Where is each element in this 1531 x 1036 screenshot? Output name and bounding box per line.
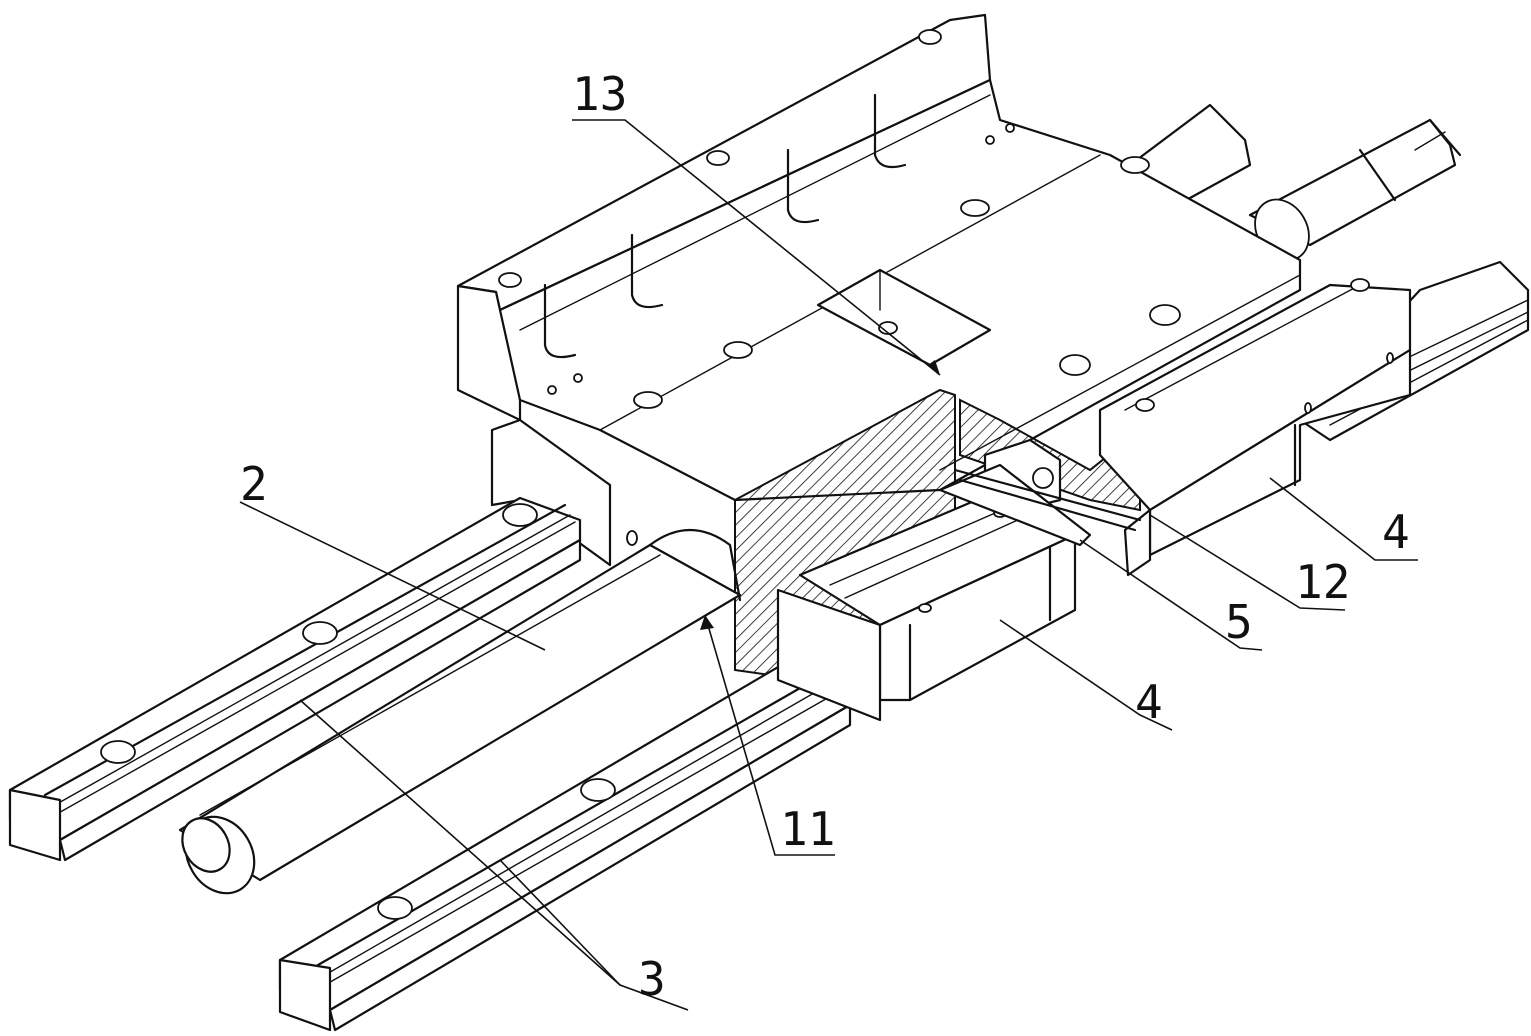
- label-3: 3: [638, 952, 666, 1006]
- leader-4a: [999, 619, 1173, 731]
- callouts: 2 3 4 4 5 11 12 13: [240, 67, 1410, 1006]
- label-12: 12: [1295, 555, 1350, 609]
- slide-block-front: [776, 488, 1077, 722]
- leader-4b: [1269, 477, 1418, 561]
- leader-2: [239, 501, 546, 651]
- label-5: 5: [1225, 595, 1253, 649]
- label-4a: 4: [1135, 675, 1163, 729]
- carriage-plate: [456, 13, 1302, 502]
- rail-left: [8, 496, 582, 862]
- slide-block-rear: [1098, 278, 1412, 577]
- label-4b: 4: [1382, 505, 1410, 559]
- label-13: 13: [572, 67, 627, 121]
- leader-13: [572, 119, 941, 376]
- lead-screw: [178, 528, 742, 895]
- leader-lines: [239, 119, 1418, 1011]
- connecting-pin: [938, 463, 1142, 547]
- arrow-11: [700, 615, 714, 630]
- leader-5: [1079, 539, 1263, 651]
- leader-3b: [499, 859, 621, 986]
- label-2: 2: [240, 457, 268, 511]
- leader-11: [704, 614, 835, 856]
- label-11: 11: [780, 802, 835, 856]
- rail-front: [278, 658, 852, 1032]
- leader-12: [1149, 514, 1346, 611]
- arrow-13: [928, 360, 940, 375]
